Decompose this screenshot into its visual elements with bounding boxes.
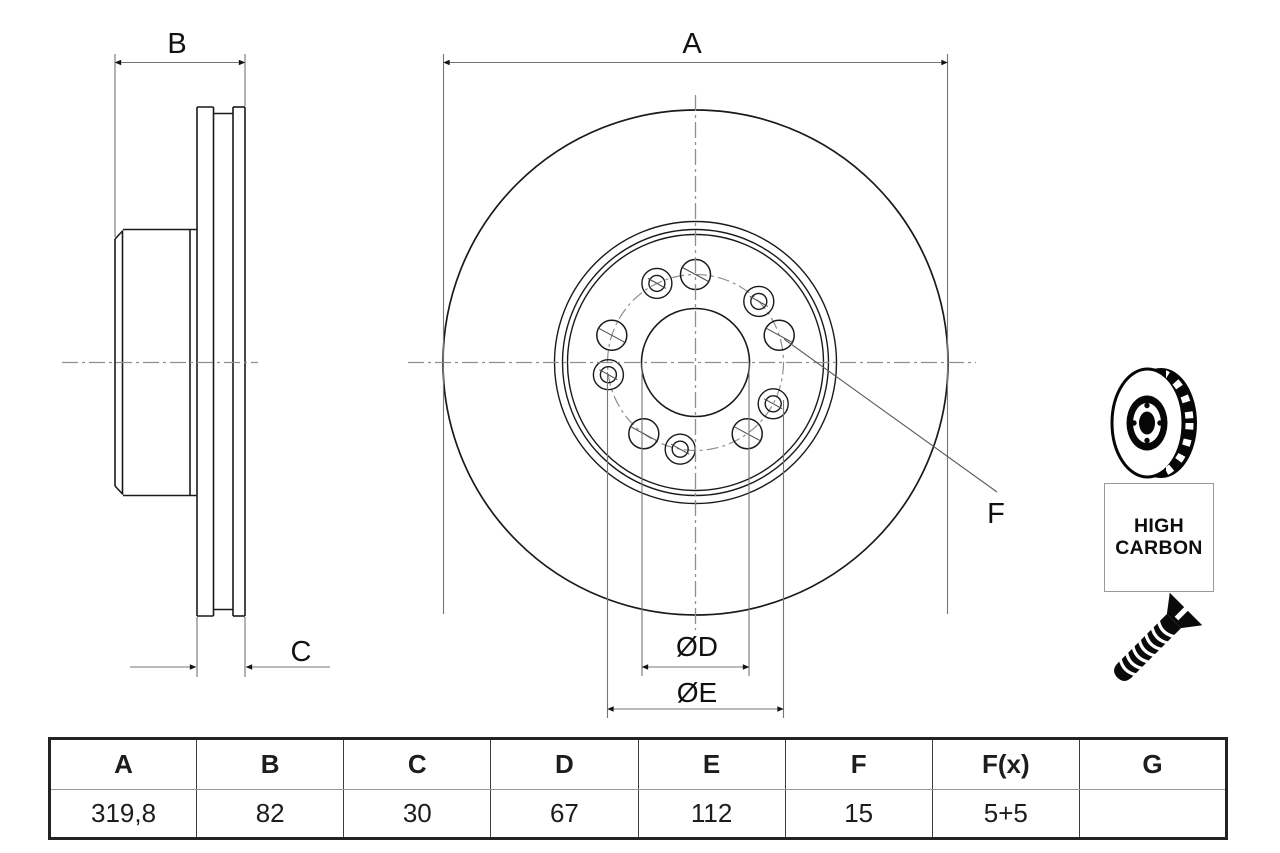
screw-shape — [1114, 592, 1203, 681]
table-header-e: E — [637, 738, 786, 790]
dimension-labels: A B C F ØD ØE — [167, 28, 1005, 708]
dim-label-od: ØD — [676, 631, 718, 662]
bolt-hole — [628, 417, 660, 450]
side-view — [114, 106, 246, 617]
table-value-a: 319,8 — [48, 789, 198, 839]
side-hat-chamfer-top — [114, 229, 124, 240]
side-hat-chamfer-bottom — [114, 485, 124, 496]
hole-tick-marks — [598, 267, 793, 455]
table-header-f: F — [784, 738, 933, 790]
badge-line-2: CARBON — [1115, 537, 1203, 559]
bolt-hole — [731, 417, 763, 450]
table-value-d: 67 — [490, 789, 639, 839]
screw-hole-outer — [592, 359, 625, 391]
screw-hole-outer — [641, 267, 673, 300]
screw-hole-inner — [648, 274, 666, 293]
screw-hole-inner — [750, 292, 768, 311]
screw-holes — [592, 267, 789, 465]
table-header-b: B — [196, 738, 345, 790]
screw-hole-outer — [743, 285, 775, 318]
high-carbon-badge: HIGH CARBON — [1104, 483, 1214, 592]
badge-line-1: HIGH — [1134, 514, 1184, 537]
hub-bore — [1139, 411, 1155, 435]
table-header-g: G — [1078, 738, 1228, 790]
vent-slots — [1166, 370, 1194, 476]
table-header-fx: F(x) — [931, 738, 1080, 790]
dim-label-a: A — [682, 28, 702, 60]
table-header-a: A — [48, 738, 198, 790]
screw-hole-inner — [671, 440, 689, 458]
f-leader-line — [783, 338, 998, 493]
center-bore-circle — [640, 307, 751, 418]
wheel-bolt-holes — [596, 258, 795, 450]
screw-threads — [1118, 620, 1175, 677]
table-value-e: 112 — [637, 789, 786, 839]
dim-label-b: B — [167, 28, 186, 60]
table-value-g — [1078, 789, 1228, 839]
hub-bolt-dot — [1144, 437, 1150, 444]
screw-hole-outer — [757, 388, 789, 420]
dimension-table-body: 319,8 82 30 67 112 15 5+5 — [48, 789, 1228, 839]
table-value-f: 15 — [784, 789, 933, 839]
hub-bolt-dot — [1131, 420, 1137, 426]
table-header-c: C — [343, 738, 492, 790]
table-header-d: D — [490, 738, 639, 790]
screw-hole-inner — [764, 395, 782, 413]
dim-label-c: C — [291, 636, 312, 668]
hub-bolt-dot — [1144, 402, 1150, 409]
bolt-hole — [596, 319, 628, 352]
screw-slot — [1174, 606, 1189, 621]
table-value-fx: 5+5 — [931, 789, 1080, 839]
dim-label-f: F — [987, 498, 1005, 530]
dimension-table-header: A B C D E F F(x) G — [48, 738, 1228, 790]
dim-label-oe: ØE — [677, 677, 717, 708]
countersunk-screw-icon — [1114, 592, 1203, 681]
brake-disc-icon — [1110, 367, 1197, 479]
dimensions — [114, 54, 998, 718]
table-value-c: 30 — [343, 789, 492, 839]
bolt-hole — [763, 319, 795, 352]
screw-hole-inner — [599, 366, 618, 384]
dimension-table: A B C D E F F(x) G 319,8 82 30 67 112 15… — [48, 737, 1228, 840]
hub-bolt-dot — [1157, 420, 1163, 426]
table-value-b: 82 — [196, 789, 345, 839]
